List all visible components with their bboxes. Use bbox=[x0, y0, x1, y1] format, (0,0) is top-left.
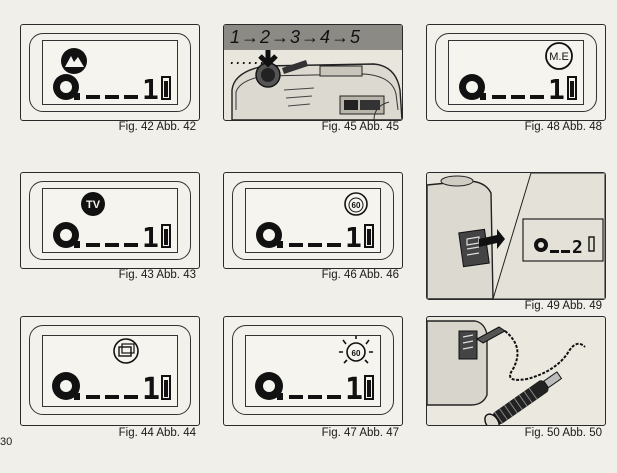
figure-caption: Fig. 50 Abb. 50 bbox=[524, 427, 602, 439]
lcd-display: 1 bbox=[42, 335, 178, 407]
figure-43: TV 1 Fig. 43 Abb. 43 bbox=[20, 172, 200, 284]
frame-counter-dashes bbox=[492, 95, 544, 99]
figure-caption: Fig. 46 Abb. 46 bbox=[321, 269, 399, 281]
lcd-frame: 60 1 bbox=[223, 316, 403, 426]
lcd-graphic: TV 1 bbox=[53, 192, 171, 252]
lcd-frame: TV 1 bbox=[20, 172, 200, 269]
battery-icon bbox=[364, 375, 374, 400]
figure-45: 1→2→3→4→5 ...... Fig. 45 Abb. 45 bbox=[223, 24, 403, 136]
frame-counter: 1 bbox=[142, 73, 159, 104]
lcd-panel bbox=[232, 325, 394, 415]
film-cassette-icon bbox=[256, 222, 283, 248]
lcd-frame: 1 bbox=[20, 24, 200, 121]
figure-44: 1 Fig. 44 Abb. 44 bbox=[20, 316, 200, 439]
figure-caption: Fig. 44 Abb. 44 bbox=[118, 427, 196, 439]
lcd-panel bbox=[29, 325, 191, 415]
mode-label: TV bbox=[86, 199, 101, 211]
frame-counter-dashes bbox=[289, 243, 341, 247]
multi-exposure-icon bbox=[545, 42, 573, 70]
figure-caption: Fig. 49 Abb. 49 bbox=[524, 300, 602, 312]
camera-side-illustration: 2 bbox=[427, 173, 605, 299]
lcd-panel bbox=[29, 33, 191, 112]
lcd-frame: M.E 1 bbox=[426, 24, 606, 121]
mode-label: 60 bbox=[352, 201, 361, 210]
lcd-graphic: 1 bbox=[53, 48, 171, 104]
lcd-display: M.E 1 bbox=[448, 40, 584, 105]
figure-50: Fig. 50 Abb. 50 bbox=[426, 316, 606, 439]
frame-counter-dashes bbox=[289, 395, 341, 399]
battery-icon bbox=[161, 375, 171, 400]
tv-mode-icon bbox=[81, 192, 105, 216]
figure-caption: Fig. 43 Abb. 43 bbox=[118, 269, 196, 281]
sequence-banner: 1→2→3→4→5 ...... bbox=[224, 25, 402, 68]
lcd-graphic: M.E 1 bbox=[459, 42, 577, 104]
frame-counter-dashes bbox=[86, 243, 138, 247]
lcd-graphic: 60 1 bbox=[255, 336, 374, 406]
cable-release-illustration bbox=[427, 320, 586, 425]
figure-caption: Fig. 42 Abb. 42 bbox=[118, 121, 196, 133]
figure-caption: Fig. 47 Abb. 47 bbox=[321, 427, 399, 439]
lcd-frame: 60 1 bbox=[223, 172, 403, 269]
figure-caption: Fig. 45 Abb. 45 bbox=[321, 121, 399, 133]
cable-release-frame bbox=[426, 316, 606, 426]
battery-icon bbox=[567, 76, 577, 100]
film-cassette-icon bbox=[255, 372, 283, 400]
blinking-self-timer-icon bbox=[339, 336, 373, 364]
camera-top-illustration bbox=[231, 50, 402, 120]
camera-shake-icon bbox=[113, 338, 139, 364]
frame-counter: 1 bbox=[345, 372, 363, 406]
self-timer-icon bbox=[344, 192, 368, 216]
battery-icon bbox=[161, 76, 171, 100]
lcd-display: TV 1 bbox=[42, 188, 178, 253]
figure-48: M.E 1 Fig. 48 Abb. 48 bbox=[426, 24, 606, 136]
camera-illustration-frame: 1→2→3→4→5 ...... bbox=[223, 24, 403, 121]
film-cassette-icon bbox=[52, 372, 80, 400]
lcd-frame: 1 bbox=[20, 316, 200, 426]
landscape-mode-icon bbox=[61, 48, 87, 74]
frame-counter: 2 bbox=[572, 237, 583, 258]
figure-42: 1 Fig. 42 Abb. 42 bbox=[20, 24, 200, 136]
figure-46: 60 1 Fig. 46 Abb. 46 bbox=[223, 172, 403, 284]
lcd-graphic: 1 bbox=[52, 338, 171, 406]
lcd-display: 60 1 bbox=[245, 335, 381, 407]
film-cassette-icon bbox=[53, 222, 80, 248]
lcd-panel bbox=[232, 181, 394, 260]
lcd-panel bbox=[435, 33, 597, 112]
lcd-display: 1 bbox=[42, 40, 178, 105]
mode-label: M.E bbox=[549, 51, 569, 63]
frame-counter-dashes bbox=[86, 395, 138, 399]
battery-icon bbox=[161, 224, 171, 248]
sequence-text: 1→2→3→4→5 ...... bbox=[230, 27, 362, 68]
arrow-icon bbox=[479, 229, 505, 249]
figure-caption: Fig. 48 Abb. 48 bbox=[524, 121, 602, 133]
frame-counter: 1 bbox=[142, 221, 159, 252]
camera-side-frame: 2 bbox=[426, 172, 606, 300]
battery-icon bbox=[588, 236, 595, 252]
frame-counter: 1 bbox=[345, 221, 362, 252]
film-cassette-icon bbox=[53, 74, 80, 100]
battery-icon bbox=[364, 224, 374, 248]
press-arrow-icon bbox=[258, 50, 278, 68]
frame-counter-dashes bbox=[86, 95, 138, 99]
frame-counter: 1 bbox=[142, 372, 160, 406]
figure-47: 60 1 Fig. 47 Abb. 47 bbox=[223, 316, 403, 439]
mode-label: 60 bbox=[352, 349, 361, 358]
figure-49: 2 Fig. 49 Abb. 49 bbox=[426, 172, 606, 312]
page-number: 30 bbox=[0, 436, 13, 448]
film-cassette-icon bbox=[459, 74, 486, 100]
lcd-graphic: 60 1 bbox=[256, 192, 374, 252]
lcd-display: 60 1 bbox=[245, 188, 381, 253]
lcd-panel bbox=[29, 181, 191, 260]
frame-counter: 1 bbox=[548, 73, 565, 104]
